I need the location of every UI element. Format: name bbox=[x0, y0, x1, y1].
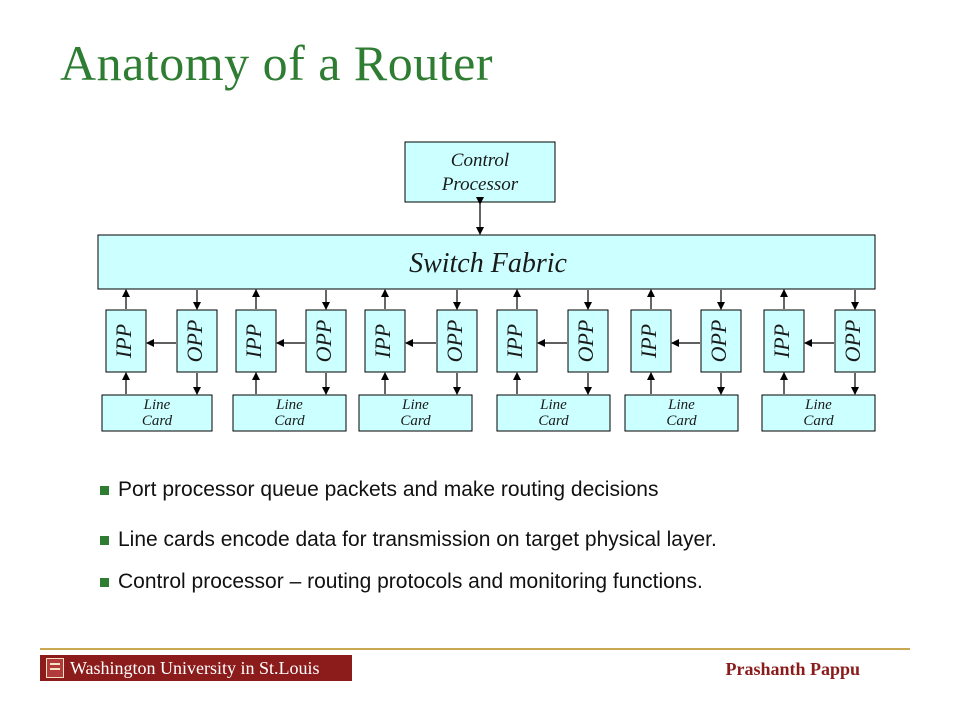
control-processor-label-1: Control bbox=[451, 150, 509, 171]
control-processor-box bbox=[404, 141, 556, 203]
opp-box bbox=[567, 309, 609, 373]
ipp-box bbox=[105, 309, 147, 373]
ipp-label: IPP bbox=[370, 324, 395, 359]
opp-label: OPP bbox=[573, 320, 598, 363]
line-card-label-1: Line bbox=[143, 397, 171, 413]
line-card-box bbox=[624, 394, 739, 432]
line-card-label-1: Line bbox=[539, 397, 567, 413]
ipp-box bbox=[235, 309, 277, 373]
switch-fabric-box bbox=[97, 234, 876, 290]
opp-box bbox=[436, 309, 478, 373]
bullet-text: Line cards encode data for transmission … bbox=[118, 528, 717, 551]
line-card-box bbox=[232, 394, 347, 432]
bullet-list: Port processor queue packets and make ro… bbox=[98, 474, 938, 594]
opp-box bbox=[834, 309, 876, 373]
line-card-label-1: Line bbox=[275, 397, 303, 413]
line-card-box bbox=[101, 394, 213, 432]
author-name: Prashanth Pappu bbox=[725, 659, 860, 679]
opp-label: OPP bbox=[442, 320, 467, 363]
ipp-label: IPP bbox=[241, 324, 266, 359]
slide-title: Anatomy of a Router bbox=[60, 35, 494, 91]
footer-divider bbox=[40, 648, 910, 650]
ipp-label: IPP bbox=[769, 324, 794, 359]
bullet-square-icon bbox=[100, 536, 109, 545]
opp-label: OPP bbox=[706, 320, 731, 363]
ipp-label: IPP bbox=[111, 324, 136, 359]
bullet-square-icon bbox=[100, 486, 109, 495]
line-card-box bbox=[358, 394, 473, 432]
bullet-item: Line cards encode data for transmission … bbox=[98, 528, 938, 552]
ipp-box bbox=[763, 309, 805, 373]
line-card-label-2: Card bbox=[666, 413, 697, 429]
line-card-label-1: Line bbox=[667, 397, 695, 413]
switch-fabric-label: Switch Fabric bbox=[409, 248, 567, 279]
line-card-label-1: Line bbox=[401, 397, 429, 413]
ipp-box bbox=[630, 309, 672, 373]
bullet-item: Control processor – routing protocols an… bbox=[98, 570, 938, 594]
router-diagram: Control Processor Switch Fabric IPP OPP Li… bbox=[97, 141, 876, 432]
line-card-label-2: Card bbox=[538, 413, 569, 429]
bullet-item: Port processor queue packets and make ro… bbox=[98, 478, 938, 502]
line-card-box bbox=[496, 394, 611, 432]
university-logo: Washington University in St.Louis bbox=[40, 655, 352, 681]
bullet-square-icon bbox=[100, 578, 109, 587]
bullet-text: Control processor – routing protocols an… bbox=[118, 570, 703, 593]
university-logo-text: Washington University in St.Louis bbox=[70, 657, 320, 678]
line-card-label-2: Card bbox=[142, 413, 173, 429]
line-card-label-2: Card bbox=[803, 413, 834, 429]
line-card-label-1: Line bbox=[804, 397, 832, 413]
control-processor-label-2: Processor bbox=[441, 174, 519, 195]
opp-box bbox=[305, 309, 347, 373]
opp-label: OPP bbox=[182, 320, 207, 363]
ipp-label: IPP bbox=[502, 324, 527, 359]
opp-box bbox=[176, 309, 218, 373]
line-card-label-2: Card bbox=[400, 413, 431, 429]
bullet-text: Port processor queue packets and make ro… bbox=[118, 478, 659, 501]
opp-label: OPP bbox=[311, 320, 336, 363]
opp-label: OPP bbox=[840, 320, 865, 363]
line-card-label-2: Card bbox=[274, 413, 305, 429]
line-card-box bbox=[761, 394, 876, 432]
opp-box bbox=[700, 309, 742, 373]
ipp-label: IPP bbox=[636, 324, 661, 359]
university-seal-icon bbox=[46, 658, 64, 678]
